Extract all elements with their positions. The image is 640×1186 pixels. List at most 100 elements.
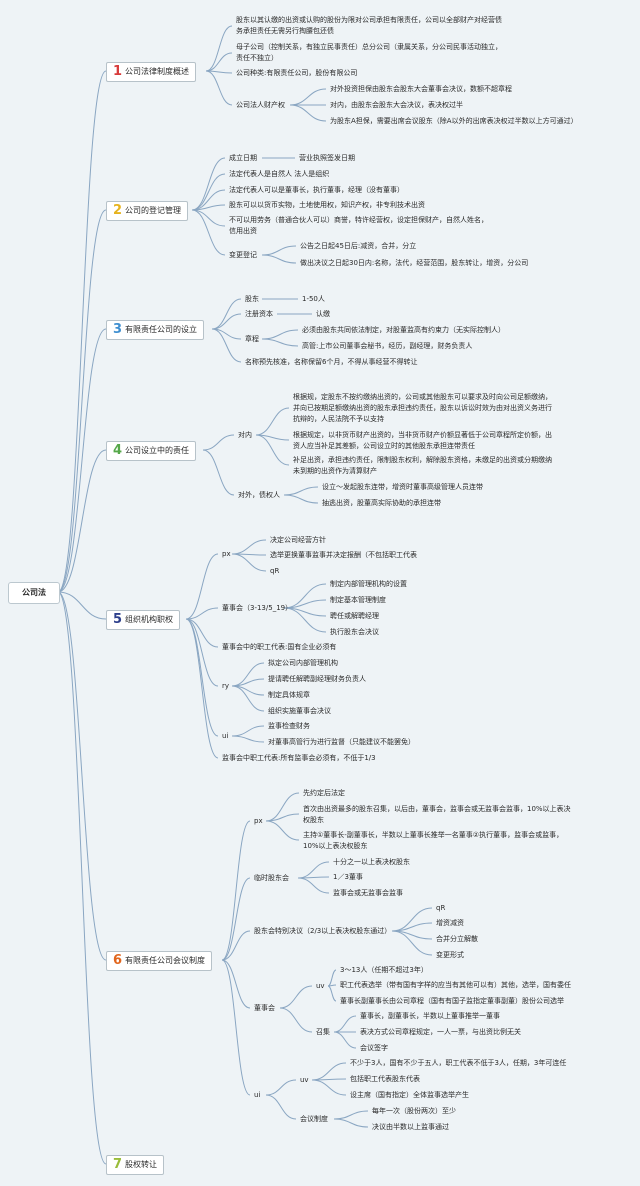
node-b6-tb4[interactable]: 变更形式	[436, 951, 464, 959]
node-b1-d2[interactable]: 对内，由股东会股东大会决议，表决权过半	[330, 101, 463, 109]
connector	[231, 735, 265, 743]
node-b4-b[interactable]: 对外，债权人	[238, 491, 280, 499]
node-b3-c1[interactable]: 必须由股东共同依法制定，对股董监高有约束力（无实际控制人）	[302, 326, 505, 334]
node-b5-ry1[interactable]: 拟定公司内部管理机构	[268, 659, 338, 667]
node-b3-a1[interactable]: 1-50人	[302, 295, 325, 303]
node-b4-a3[interactable]: 补足出资，承担违约责任，限制股东权利，解除股东资格，未缴足的出资或分期缴纳未到期…	[293, 456, 552, 475]
node-b6-tb[interactable]: 股东会特别决议（2/3以上表决权股东通过）	[254, 927, 392, 935]
node-b4-b1[interactable]: 设立〜发起股东连带，增资时董事高级管理人员连带	[322, 483, 483, 491]
node-b6-uv3[interactable]: 董事长副董事长由公司章程（国有有国子监指定董事副董）股份公司选举	[340, 997, 564, 1005]
node-b6-ui-uv[interactable]: uv	[300, 1076, 309, 1084]
node-b1-b[interactable]: 母子公司（控制关系，有独立民事责任）总分公司（隶属关系，分公司民事活动独立，责任…	[236, 43, 502, 62]
connector	[297, 861, 330, 879]
connector	[333, 1110, 369, 1120]
node-b5-ui1[interactable]: 监事检查财务	[268, 722, 310, 730]
node-b3-b1[interactable]: 认缴	[316, 310, 330, 318]
node-b6-px2[interactable]: 首次由出资最多的股东召集，以后由，董事会，监事会或无监事会监事，10%以上表决权…	[303, 805, 571, 824]
node-b6-ui-uv2[interactable]: 包括职工代表股东代表	[350, 1075, 420, 1083]
node-b1-d[interactable]: 公司法人财产权	[236, 101, 285, 109]
node-b2-a[interactable]: 成立日期	[229, 154, 257, 162]
node-b5-ry2[interactable]: 提请聘任解聘副经理财务负责人	[268, 675, 366, 683]
node-b1-c[interactable]: 公司种类:有限责任公司，股份有限公司	[236, 69, 358, 77]
node-b6-tb1[interactable]: qR	[436, 904, 446, 912]
connector	[265, 1079, 297, 1096]
node-b1-d3[interactable]: 为股东A担保，需要出席会议股东（除A以外的出席表决权过半数以上方可通过）	[330, 117, 578, 125]
node-b5-px[interactable]: px	[222, 550, 231, 558]
node-b2-e[interactable]: 不可以用劳务（普通合伙人可以）商誉，特许经营权，设定担保财产，自然人姓名，信用出…	[229, 216, 488, 235]
node-b6-ls2[interactable]: 1／3董事	[333, 873, 363, 881]
node-b6-zj3[interactable]: 会议签字	[360, 1044, 388, 1052]
node-b6-hy1[interactable]: 每年一次（股份两次）至少	[372, 1107, 456, 1115]
node-b1-a[interactable]: 股东以其认缴的出资或认购的股份为限对公司承担有限责任，公司以全部财产对经营债务承…	[236, 16, 502, 35]
node-b3-b[interactable]: 注册资本	[245, 310, 273, 318]
branch-label: 有限责任公司的设立	[125, 325, 197, 334]
node-b6-tb2[interactable]: 增资减资	[436, 919, 464, 927]
node-b5-px3[interactable]: qR	[270, 567, 280, 575]
node-b6-uv1[interactable]: 3〜13人（任期不超过3年）	[340, 966, 428, 974]
connector	[261, 245, 297, 256]
node-b5-dsh1[interactable]: 制定内部管理机构的设置	[330, 580, 407, 588]
node-b6-hy2[interactable]: 决议由半数以上监事通过	[372, 1123, 449, 1131]
connector	[185, 553, 219, 620]
node-b2-c[interactable]: 法定代表人可以是董事长，执行董事，经理（没有董事）	[229, 186, 404, 194]
node-b3-c[interactable]: 章程	[245, 335, 259, 343]
node-b6-zj1[interactable]: 董事长，副董事长，半数以上董事推举一董事	[360, 1012, 500, 1020]
node-b6-tb3[interactable]: 合并分立解散	[436, 935, 478, 943]
node-b2-b[interactable]: 法定代表人是自然人 法人是组织	[229, 170, 330, 178]
node-b6-hy[interactable]: 会议制度	[300, 1115, 328, 1123]
node-b6-ui[interactable]: ui	[254, 1091, 261, 1099]
node-b5-zg[interactable]: 董事会中的职工代表:国有企业必须有	[222, 643, 337, 651]
node-b1-d1[interactable]: 对外投资担保由股东会股东大会董事会决议，数额不超章程	[330, 85, 512, 93]
node-b5-js[interactable]: 监事会中职工代表:所有监事会必须有，不低于1/3	[222, 754, 376, 762]
node-b6-ls3[interactable]: 监事会或无监事会监事	[333, 889, 403, 897]
node-b5-dsh[interactable]: 董事会（3-13/5_19）	[222, 604, 293, 612]
node-b4-a[interactable]: 对内	[238, 431, 252, 439]
connector	[57, 591, 107, 1165]
node-b6-px3[interactable]: 主持①董事长-副董事长，半数以上董事长推举一名董事②执行董事，监事会或监事，10…	[303, 831, 564, 850]
node-b4-a2[interactable]: 根据规定，以非货币财产出资的，当非货币财产价额显著低于公司章程所定价额，出资人应…	[293, 431, 552, 450]
node-b5-px2[interactable]: 选举更换董事监事并决定报酬（不包括职工代表	[270, 551, 417, 559]
node-b2-d[interactable]: 股东可以以货币实物，土地使用权，知识产权，非专利技术出资	[229, 201, 425, 209]
connector	[221, 959, 251, 1096]
node-b2-f[interactable]: 变更登记	[229, 251, 257, 259]
branch-number: 2	[112, 203, 123, 218]
node-b5-dsh3[interactable]: 聘任或解聘经理	[330, 612, 379, 620]
node-b5-dsh2[interactable]: 制定基本管理制度	[330, 596, 386, 604]
node-b6-uv2[interactable]: 职工代表选举（带有国有字样的应当有其他可以有）其他，选举，国有委任	[340, 981, 571, 989]
node-b6-zj[interactable]: 召集	[316, 1028, 330, 1036]
node-b2-a1[interactable]: 营业执照签发日期	[299, 154, 355, 162]
node-b6-px1[interactable]: 先约定后法定	[303, 789, 345, 797]
node-b5-ui2[interactable]: 对董事高管行为进行监督（只能建议不能罢免）	[268, 738, 415, 746]
node-b6-ls1[interactable]: 十分之一以上表决权股东	[333, 858, 410, 866]
node-b3-a[interactable]: 股东	[245, 295, 259, 303]
node-b6-uv[interactable]: uv	[316, 982, 325, 990]
node-b2-f2[interactable]: 做出决议之日起30日内:名称，法代，经营范围，股东转让，增资，分公司	[300, 259, 529, 267]
node-b6-ui-uv3[interactable]: 设主席（国有指定）全体监事选举产生	[350, 1091, 469, 1099]
node-b5-dsh4[interactable]: 执行股东会决议	[330, 628, 379, 636]
node-b4-a1[interactable]: 根据规，定股东不按约缴纳出资的，公司或其他股东可以要求及时向公司足额缴纳，并向已…	[293, 393, 552, 423]
node-b5-ui[interactable]: ui	[222, 732, 229, 740]
node-b5-ry[interactable]: ry	[222, 682, 230, 690]
node-b6-ui-uv1[interactable]: 不少于3人，国有不少于五人，职工代表不低于3人，任期，3年可连任	[350, 1059, 567, 1067]
node-b4-b2[interactable]: 抽逃出资，股董高实际协助的承担连带	[322, 499, 441, 507]
root-node[interactable]: 公司法	[8, 582, 60, 604]
connector	[57, 449, 107, 593]
node-b5-ry3[interactable]: 制定具体规章	[268, 691, 310, 699]
node-b5-px1[interactable]: 决定公司经营方针	[270, 536, 326, 544]
node-b6-ls[interactable]: 临时股东会	[254, 874, 289, 882]
connector	[57, 328, 107, 593]
node-b5-ry4[interactable]: 组织实施董事会决议	[268, 707, 331, 715]
node-b3-c2[interactable]: 高管:上市公司董事会秘书，经历，副经理，财务负责人	[302, 342, 473, 350]
node-b6-dsh[interactable]: 董事会	[254, 1004, 275, 1012]
node-b3-d[interactable]: 名称预先核准，名称保留6个月，不得从事经营不得转让	[245, 358, 418, 366]
node-b6-px[interactable]: px	[254, 817, 263, 825]
node-b6-zj2[interactable]: 表决方式公司章程规定，一人一票，与出资比例无关	[360, 1028, 521, 1036]
node-b2-f1[interactable]: 公告之日起45日后:减资，合并，分立	[300, 242, 417, 250]
